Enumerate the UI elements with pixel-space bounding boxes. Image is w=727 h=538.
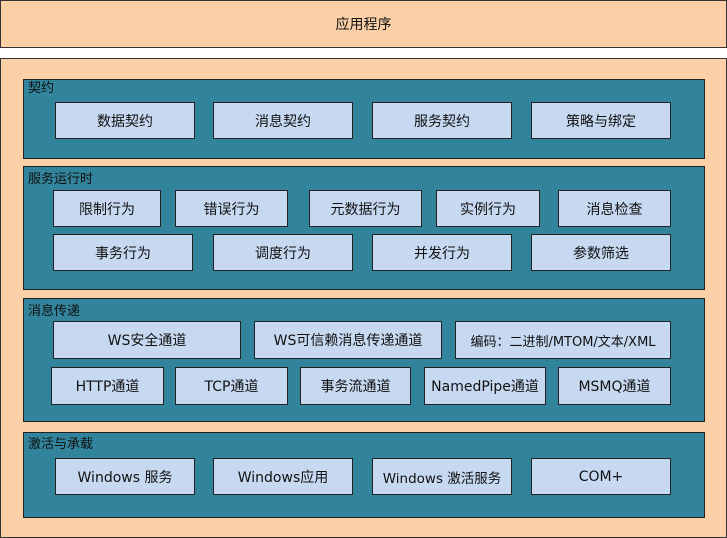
application-layer: 应用程序 (0, 0, 727, 48)
metadata-behavior-box: 元数据行为 (309, 190, 422, 227)
dispatch-behavior-box: 调度行为 (213, 234, 353, 271)
service-runtime-layer-title: 服务运行时 (28, 172, 94, 187)
parameter-filtering-box: 参数筛选 (531, 234, 671, 271)
transaction-behavior-box: 事务行为 (53, 234, 193, 271)
encoding-box: 编码：二进制/MTOM/文本/XML (455, 321, 671, 359)
policy-binding-box: 策略与绑定 (531, 102, 671, 139)
msmq-channel-box: MSMQ通道 (558, 367, 671, 405)
windows-service-box: Windows 服务 (55, 458, 195, 495)
message-inspection-box: 消息检查 (558, 190, 671, 227)
windows-activation-service-box: Windows 激活服务 (372, 458, 512, 495)
http-channel-box: HTTP通道 (51, 367, 164, 405)
messaging-layer-title: 消息传递 (28, 304, 81, 319)
windows-application-box: Windows应用 (213, 458, 353, 495)
ws-reliable-messaging-channel-box: WS可信赖消息传递通道 (254, 321, 442, 359)
error-behavior-box: 错误行为 (175, 190, 288, 227)
namedpipe-channel-box: NamedPipe通道 (424, 367, 546, 405)
application-label: 应用程序 (335, 17, 392, 33)
throttling-behavior-box: 限制行为 (53, 190, 161, 227)
message-contract-box: 消息契约 (213, 102, 353, 139)
activation-hosting-layer-title: 激活与承载 (28, 437, 94, 452)
transaction-flow-channel-box: 事务流通道 (300, 367, 411, 405)
service-contract-box: 服务契约 (372, 102, 512, 139)
concurrency-behavior-box: 并发行为 (372, 234, 512, 271)
service-runtime-layer (23, 166, 705, 290)
instance-behavior-box: 实例行为 (436, 190, 540, 227)
ws-security-channel-box: WS安全通道 (53, 321, 241, 359)
com-plus-box: COM+ (531, 458, 671, 495)
data-contract-box: 数据契约 (55, 102, 195, 139)
contract-layer-title: 契约 (28, 81, 55, 96)
tcp-channel-box: TCP通道 (175, 367, 288, 405)
